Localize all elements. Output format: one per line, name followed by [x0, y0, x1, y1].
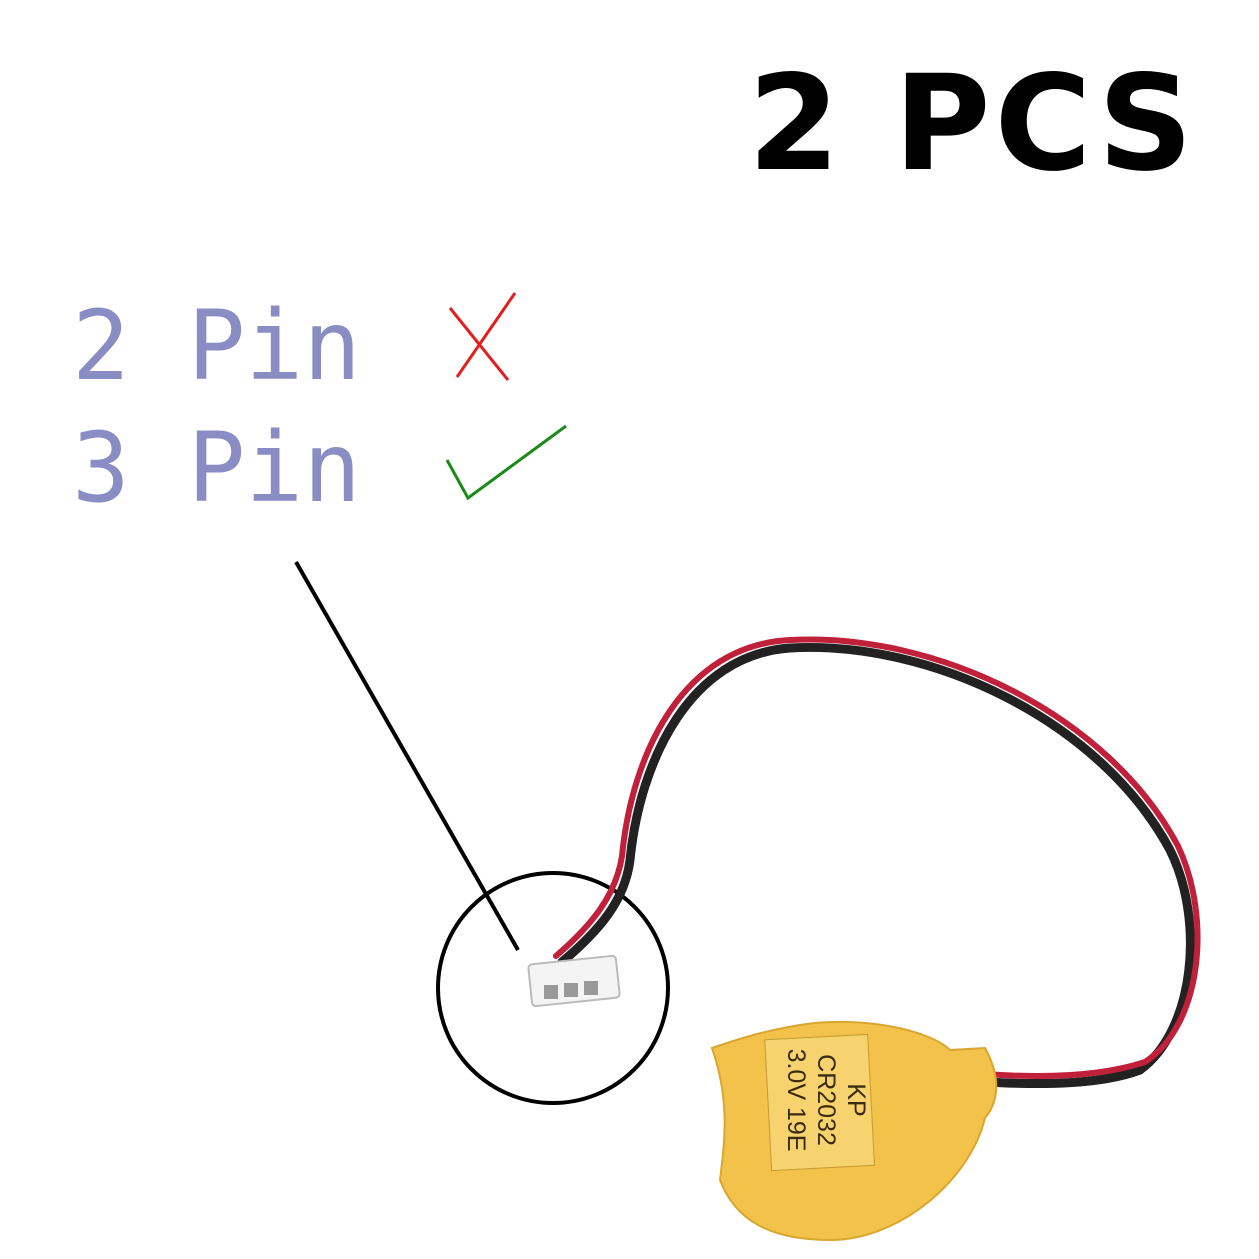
check-icon — [445, 424, 567, 501]
battery-voltage: 3.0V 19E — [782, 1049, 810, 1152]
battery-model: CR2032 — [812, 1054, 840, 1146]
option-3-pin-label: 3 Pin — [72, 412, 361, 524]
option-2-pin-label: 2 Pin — [72, 290, 361, 402]
cross-icon — [448, 292, 517, 381]
battery-cable — [553, 636, 1201, 1089]
highlight-circle — [436, 871, 670, 1105]
pointer-line — [294, 561, 520, 951]
battery-brand: KP — [842, 1083, 870, 1116]
cr2032-battery: KP CR2032 3.0V 19E — [710, 1020, 998, 1242]
connector-3pin — [527, 954, 621, 1008]
quantity-title: 2 PCS — [748, 47, 1197, 201]
